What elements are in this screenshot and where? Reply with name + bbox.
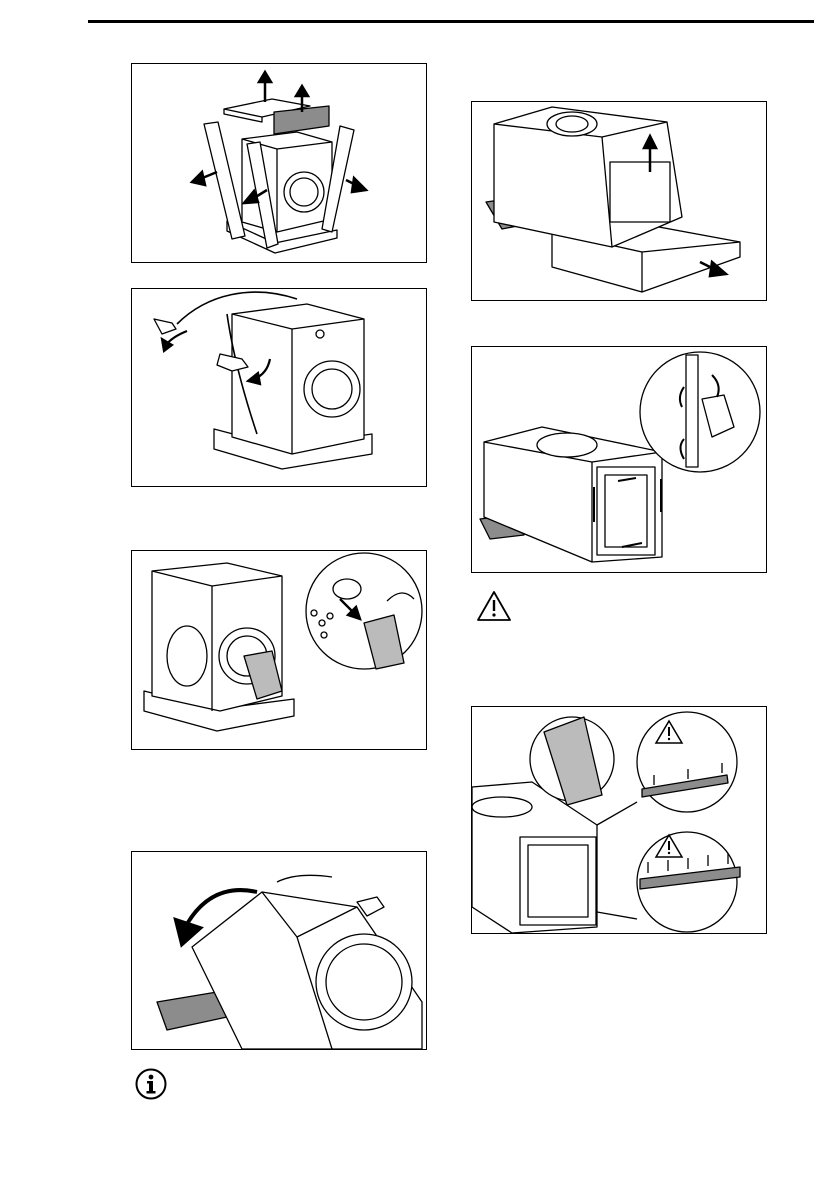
figure-remove-base (471, 101, 767, 301)
illustration-remove-packaging (132, 64, 426, 262)
figure-remove-cover (131, 288, 427, 487)
illustration-remove-cover (132, 289, 426, 486)
illustration-accessory-bag (132, 551, 426, 749)
figure-remove-strips (471, 346, 767, 573)
figure-noise-strips (471, 706, 767, 934)
header-rule (88, 20, 814, 23)
illustration-tilt-machine (132, 852, 426, 1049)
illustration-remove-base (472, 102, 766, 300)
figure-tilt-machine (131, 851, 427, 1050)
figure-accessory-bag (131, 550, 427, 750)
figure-remove-packaging (131, 63, 427, 263)
illustration-noise-strips (472, 707, 766, 933)
warning-triangle-icon (476, 590, 512, 622)
illustration-remove-strips (472, 347, 766, 572)
info-circle-icon (135, 1068, 167, 1100)
